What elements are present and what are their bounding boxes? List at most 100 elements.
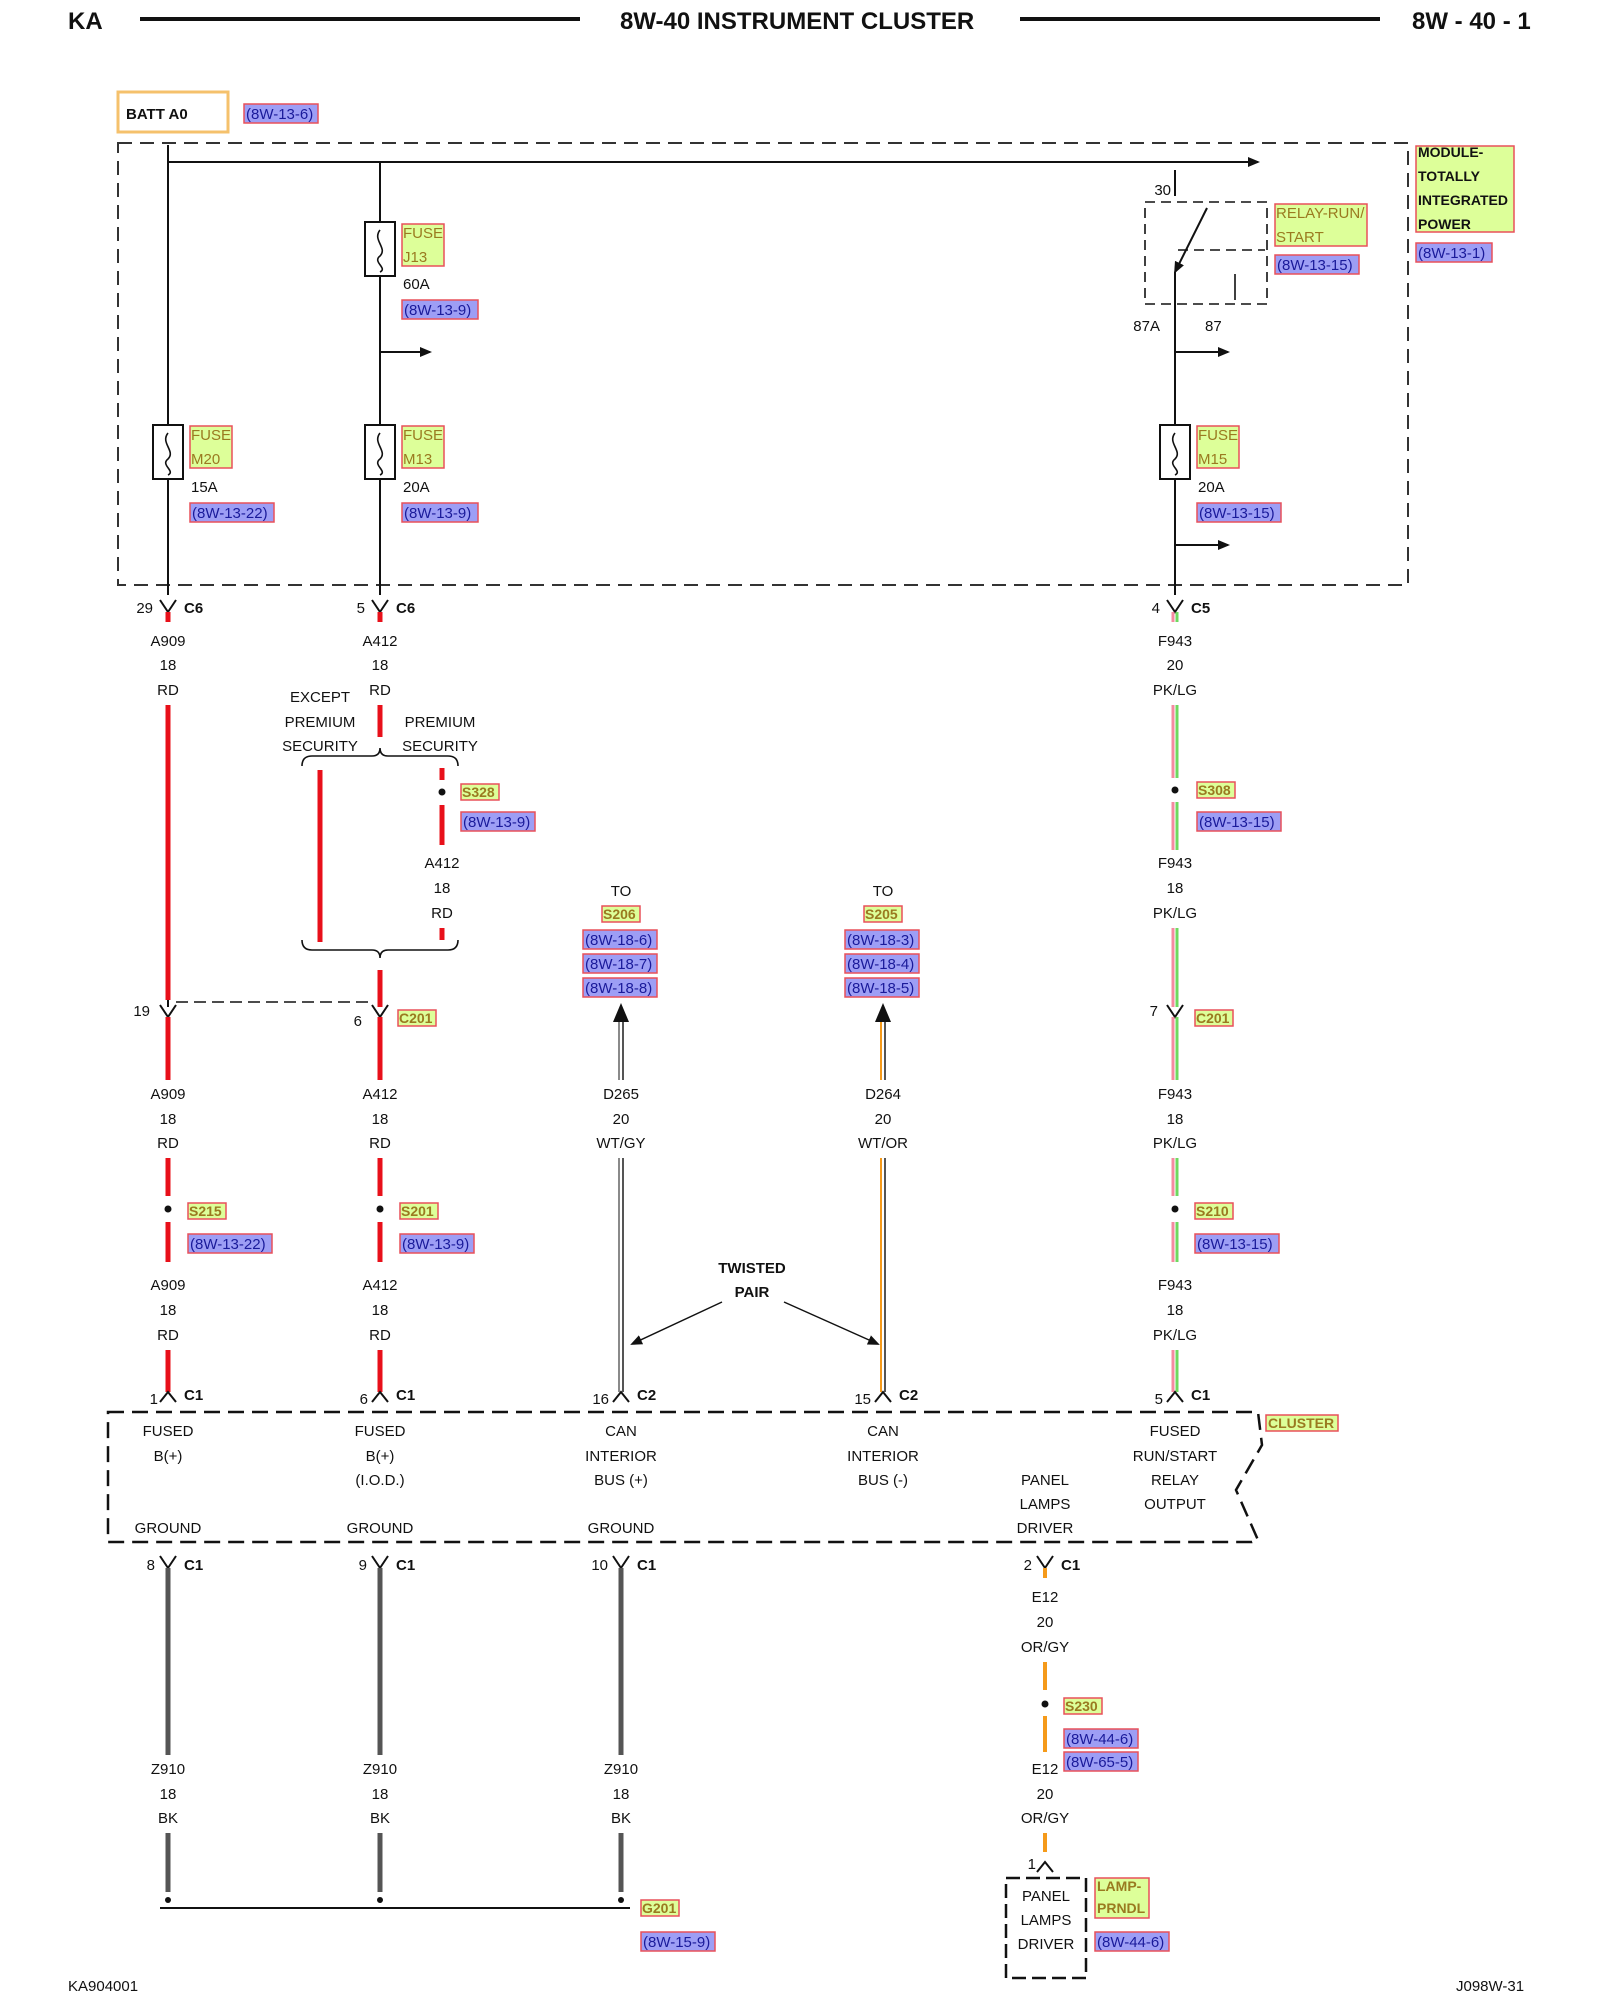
s205-ref3[interactable]: (8W-18-5) (847, 980, 914, 997)
c6-5-pin: 5 (357, 600, 365, 617)
c1-8-name: C1 (184, 1557, 203, 1574)
e12-bot-gauge: 20 (1037, 1786, 1054, 1803)
s205-ref2[interactable]: (8W-18-4) (847, 956, 914, 973)
a412-mid-circuit: A412 (362, 1086, 397, 1103)
lamp-pin: 1 (1028, 1856, 1036, 1873)
batt-label: BATT A0 (126, 106, 188, 123)
c6-5-symbol (371, 599, 389, 614)
lamp-ref[interactable]: (8W-44-6) (1097, 1934, 1164, 1951)
s205-ref1-tag[interactable] (844, 929, 920, 950)
c1-8-symbol (159, 1555, 177, 1570)
lamp-prndl-box (1004, 1876, 1088, 1980)
module-name-tag (1415, 145, 1515, 233)
s201-ref-tag[interactable] (399, 1233, 475, 1254)
d265-gauge: 20 (613, 1111, 630, 1128)
c201-7-symbol (1166, 1004, 1184, 1019)
s328-name: S328 (462, 784, 495, 800)
a909-bot-color: RD (157, 1327, 179, 1344)
fuse-m20-ref-tag[interactable] (189, 502, 275, 523)
s215-ref[interactable]: (8W-13-22) (190, 1236, 266, 1253)
a412-prem-circuit: A412 (424, 855, 459, 872)
c1-8-pin: 8 (147, 1557, 155, 1574)
fuse-m20-rating: 15A (191, 479, 218, 496)
cl-panel-2: LAMPS (1020, 1496, 1071, 1513)
fuse-m13-tag (401, 425, 445, 469)
a412-bot-circuit: A412 (362, 1277, 397, 1294)
c2-16-pin: 16 (592, 1391, 609, 1408)
fuse-m20-ref[interactable]: (8W-13-22) (192, 505, 268, 522)
s206-ref1-tag[interactable] (582, 929, 658, 950)
fuse-j13-ref[interactable]: (8W-13-9) (404, 302, 471, 319)
s201-ref[interactable]: (8W-13-9) (402, 1236, 469, 1253)
s308-tag (1196, 781, 1236, 799)
s206-ref3-tag[interactable] (582, 977, 658, 998)
cluster-name: CLUSTER (1268, 1415, 1334, 1431)
g201-ref-tag[interactable] (640, 1931, 716, 1952)
fuse-m13-ref[interactable]: (8W-13-9) (404, 505, 471, 522)
g201-name: G201 (642, 1900, 676, 1916)
c5-4-pin: 4 (1152, 600, 1160, 617)
s328-tag (460, 783, 500, 801)
s206-ref2-tag[interactable] (582, 953, 658, 974)
fuse-m15-ref-tag[interactable] (1196, 502, 1282, 523)
option-brace-bottom (301, 939, 459, 959)
d264-gauge: 20 (875, 1111, 892, 1128)
module-ref[interactable]: (8W-13-1) (1418, 245, 1485, 262)
module-ref-tag[interactable] (1415, 242, 1493, 263)
fuse-m20-tag (189, 425, 233, 469)
fuse-j13-tag (401, 223, 445, 267)
s328-ref-tag[interactable] (460, 811, 536, 832)
batt-ref-tag[interactable] (243, 103, 319, 124)
fuse-m13-rating: 20A (403, 479, 430, 496)
s205-arrow (875, 1003, 891, 1022)
fuse-j13-ref-tag[interactable] (401, 299, 479, 320)
s205-to: TO (873, 883, 894, 900)
s230-ref1[interactable]: (8W-44-6) (1066, 1731, 1133, 1748)
s205-ref1[interactable]: (8W-18-3) (847, 932, 914, 949)
fuse-m13-ref-tag[interactable] (401, 502, 479, 523)
c6-29-symbol (159, 599, 177, 614)
s230-ref2-tag[interactable] (1063, 1751, 1139, 1772)
s308-ref[interactable]: (8W-13-15) (1199, 814, 1275, 831)
relay-switch-arm (1174, 207, 1208, 274)
s210-ref[interactable]: (8W-13-15) (1197, 1236, 1273, 1253)
fuse-m13-name1: FUSE (403, 427, 443, 444)
cl-fused-iod-3: (I.O.D.) (355, 1472, 404, 1489)
a412-top-circuit: A412 (362, 633, 397, 650)
f943-top-color: PK/LG (1153, 682, 1197, 699)
s210-ref-tag[interactable] (1194, 1233, 1280, 1254)
batt-ref[interactable]: (8W-13-6) (246, 106, 313, 123)
cl-fused-b-1: FUSED (143, 1423, 194, 1440)
relay-pin87: 87 (1205, 318, 1222, 335)
cl-runstart-2: RUN/START (1133, 1448, 1217, 1465)
s206-ref2[interactable]: (8W-18-7) (585, 956, 652, 973)
relay-ref[interactable]: (8W-13-15) (1277, 257, 1353, 274)
s328-ref[interactable]: (8W-13-9) (463, 814, 530, 831)
s230-ref2[interactable]: (8W-65-5) (1066, 1754, 1133, 1771)
c2-16-symbol (612, 1390, 630, 1403)
s205-ref2-tag[interactable] (844, 953, 920, 974)
s215-ref-tag[interactable] (187, 1233, 273, 1254)
s206-ref1[interactable]: (8W-18-6) (585, 932, 652, 949)
s210-name: S210 (1196, 1203, 1229, 1219)
g201-ref[interactable]: (8W-15-9) (643, 1934, 710, 1951)
lamp-line-1: PANEL (1022, 1888, 1070, 1905)
c201-6-pin: 6 (354, 1013, 362, 1030)
lamp-ref-tag[interactable] (1094, 1931, 1170, 1952)
fuse-m15-ref[interactable]: (8W-13-15) (1199, 505, 1275, 522)
s308-ref-tag[interactable] (1196, 811, 1282, 832)
c1-6-symbol (371, 1390, 389, 1403)
relay-ref-tag[interactable] (1274, 254, 1360, 275)
s205-tag (863, 905, 903, 923)
s205-ref3-tag[interactable] (844, 977, 920, 998)
s206-ref3[interactable]: (8W-18-8) (585, 980, 652, 997)
a412-mid-gauge: 18 (372, 1111, 389, 1128)
s210-tag (1194, 1202, 1234, 1220)
c1-2-pin: 2 (1024, 1557, 1032, 1574)
a412-mid-color: RD (369, 1135, 391, 1152)
a412-bot-gauge: 18 (372, 1302, 389, 1319)
s206-arrow (613, 1003, 629, 1022)
c1-10-pin: 10 (591, 1557, 608, 1574)
z910-b-gauge: 18 (372, 1786, 389, 1803)
s230-ref1-tag[interactable] (1063, 1728, 1139, 1749)
